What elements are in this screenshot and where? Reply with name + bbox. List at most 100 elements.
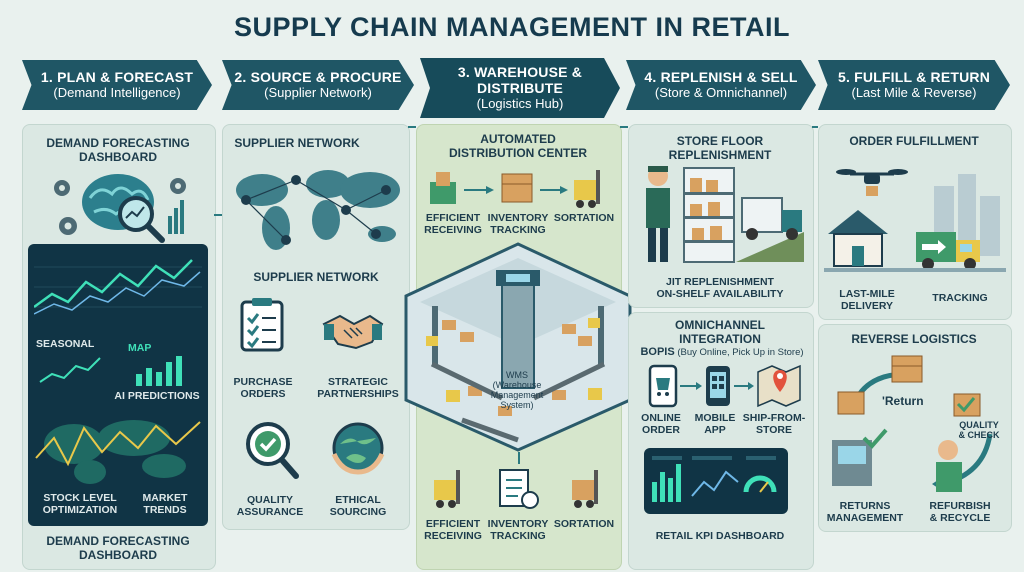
top-tracking-line2: TRACKING: [490, 224, 546, 236]
stage-plan-subtitle: (Demand Intelligence): [53, 85, 181, 100]
returns-line1: RETURNS: [839, 500, 891, 512]
world-trend-map-icon: [34, 408, 204, 490]
qa-line1: QUALITY: [246, 494, 294, 506]
warehouse-title-line2: DISTRIBUTION CENTER: [449, 146, 587, 160]
warehouse-title-line1: AUTOMATED: [480, 132, 556, 146]
online-line2: ORDER: [642, 424, 680, 436]
wms-line3: Management: [490, 390, 544, 400]
brain-icon: [50, 168, 190, 246]
world-map-icon: [226, 160, 404, 260]
reverse-logistics-title: REVERSE LOGISTICS: [851, 332, 977, 346]
reverse-cycle-icon: [822, 350, 1006, 506]
stage-source-subtitle: (Supplier Network): [264, 85, 372, 100]
quality-check-label: QUALITY & CHECK: [950, 420, 1008, 440]
market-label-line2: TRENDS: [143, 504, 187, 516]
top-receiving-line2: RECEIVING: [424, 224, 482, 236]
stock-label-line2: OPTIMIZATION: [42, 504, 118, 516]
handshake-icon: [322, 310, 384, 350]
omnichannel-title: OMNICHANNEL INTEGRATION: [628, 318, 812, 346]
mobile-app-label: MOBILE APP: [690, 412, 740, 436]
bottom-sortation-label: SORTATION: [553, 518, 615, 530]
omnichannel-panel: [628, 312, 814, 570]
stock-optimization-label: STOCK LEVEL OPTIMIZATION: [36, 492, 124, 516]
stage-plan-banner[interactable]: 1. PLAN & FORECAST (Demand Intelligence): [22, 60, 212, 110]
replenish-title-line1: STORE FLOOR: [676, 134, 764, 148]
omni-line2: INTEGRATION: [679, 332, 761, 346]
connector-arrow-4: [812, 126, 818, 128]
replenish-title-line2: REPLENISHMENT: [668, 148, 772, 162]
distribution-center-illustration: [402, 240, 634, 454]
lastmile-line2: DELIVERY: [840, 300, 894, 312]
stage-replenish-title: 4. REPLENISH & SELL: [644, 69, 798, 85]
ai-predictions-label: AI PREDICTIONS: [114, 390, 200, 402]
wms-line2: (Warehouse: [492, 380, 542, 390]
tracking-label: TRACKING: [932, 292, 988, 304]
store-shelf-worker-icon: [636, 162, 806, 268]
bottom-receiving-line1: EFFICIENT: [425, 518, 481, 530]
bottom-tracking-line2: TRACKING: [490, 530, 546, 542]
bottom-receiving-icons-row: [424, 466, 614, 512]
quality-assurance-label: QUALITY ASSURANCE: [228, 494, 312, 518]
bopis-description: (Buy Online, Pick Up in Store): [677, 347, 804, 358]
top-sortation-label: SORTATION: [553, 212, 615, 224]
plan-panel-title-line1: DEMAND FORECASTING: [46, 136, 190, 150]
drone-delivery-icon: [824, 156, 1006, 276]
store-replenishment-title: STORE FLOOR REPLENISHMENT: [628, 134, 812, 162]
omnichannel-icons-row: [640, 362, 810, 410]
stage-fulfill-subtitle: (Last Mile & Reverse): [851, 85, 977, 100]
wms-label: WMS (Warehouse Management System): [484, 370, 550, 410]
top-receiving-line1: EFFICIENT: [425, 212, 481, 224]
bottom-efficient-receiving-label: EFFICIENT RECEIVING: [420, 518, 486, 542]
stage-fulfill-banner[interactable]: 5. FULFILL & RETURN (Last Mile & Reverse…: [818, 60, 1010, 110]
top-efficient-receiving-label: EFFICIENT RECEIVING: [420, 212, 486, 236]
stage-replenish-banner[interactable]: 4. REPLENISH & SELL (Store & Omnichannel…: [626, 60, 816, 110]
refurbish-recycle-label: REFURBISH & RECYCLE: [914, 500, 1006, 524]
connector-arrow-3: [620, 126, 628, 128]
ship-line2: STORE: [756, 424, 792, 436]
market-trends-label: MARKET TRENDS: [130, 492, 200, 516]
clipboard-checklist-icon: [238, 296, 286, 352]
bopis-label: BOPIS (Buy Online, Pick Up in Store): [632, 346, 812, 358]
seasonal-label: SEASONAL: [36, 338, 95, 350]
bottom-tracking-line1: INVENTORY: [487, 518, 549, 530]
order-fulfillment-title: ORDER FULFILLMENT: [849, 134, 979, 148]
omni-line1: OMNICHANNEL: [675, 318, 765, 332]
map-label: MAP: [128, 342, 152, 354]
stage-warehouse-title: 3. WAREHOUSE &: [457, 64, 583, 80]
plan-panel-title: DEMAND FORECASTING DASHBOARD: [22, 136, 214, 164]
plan-footer-title: DEMAND FORECASTING DASHBOARD: [22, 534, 214, 562]
ship-from-store-label: SHIP-FROM- STORE: [738, 412, 810, 436]
stage-replenish-subtitle: (Store & Omnichannel): [654, 85, 788, 100]
ethical-sourcing-label: ETHICAL SOURCING: [318, 494, 398, 518]
stage-warehouse-subtitle: (Logistics Hub): [476, 96, 564, 111]
top-inventory-tracking-label: INVENTORY TRACKING: [484, 212, 552, 236]
stage-warehouse-title-2: DISTRIBUTE: [477, 80, 563, 96]
jit-line2: ON-SHELF AVAILABILITY: [656, 288, 784, 300]
sp-line2: PARTNERSHIPS: [317, 388, 399, 400]
seasonal-bar-chart-icon: [36, 352, 204, 388]
stage-warehouse-banner[interactable]: 3. WAREHOUSE & DISTRIBUTE (Logistics Hub…: [420, 58, 620, 118]
wms-line1: WMS: [506, 370, 528, 380]
warehouse-title: AUTOMATED DISTRIBUTION CENTER: [416, 132, 620, 160]
bopis-acronym: BOPIS: [640, 346, 675, 358]
plan-footer-line1: DEMAND FORECASTING: [46, 534, 190, 548]
receiving-icons-row: [424, 166, 614, 212]
page-title: SUPPLY CHAIN MANAGEMENT IN RETAIL: [233, 12, 791, 42]
jit-replenishment-label: JIT REPLENISHMENT ON-SHELF AVAILABILITY: [628, 276, 812, 300]
po-line1: PURCHASE: [233, 376, 293, 388]
bottom-inventory-tracking-label: INVENTORY TRACKING: [484, 518, 552, 542]
wms-line4: System): [500, 400, 534, 410]
stage-source-banner[interactable]: 2. SOURCE & PROCURE (Supplier Network): [222, 60, 414, 110]
connector-arrow-2: [408, 126, 416, 128]
forecast-line-chart-icon: [34, 252, 202, 322]
supplier-network-label: SUPPLIER NETWORK: [253, 270, 379, 284]
returns-management-label: RETURNS MANAGEMENT: [820, 500, 910, 524]
es-line1: ETHICAL: [335, 494, 381, 506]
quality-line2: & CHECK: [958, 430, 1000, 440]
qa-line2: ASSURANCE: [236, 506, 304, 518]
po-line2: ORDERS: [240, 388, 286, 400]
top-tracking-line1: INVENTORY: [487, 212, 549, 224]
quality-badge-magnifier-icon: [244, 420, 300, 480]
stock-label-line1: STOCK LEVEL: [43, 492, 117, 504]
mobile-line2: APP: [704, 424, 726, 436]
